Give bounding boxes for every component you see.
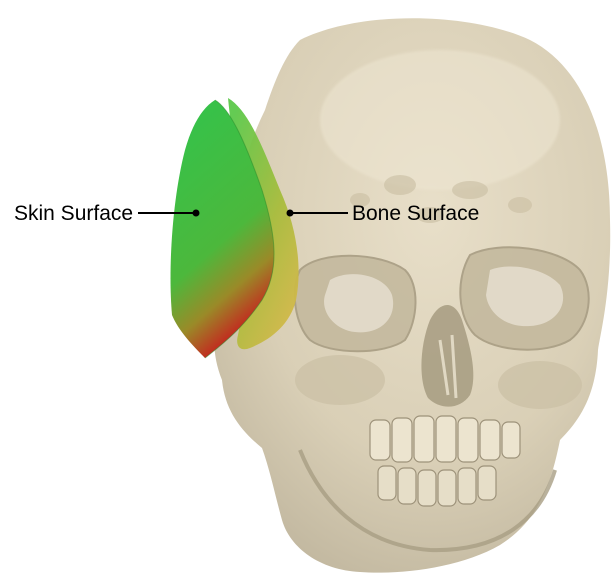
bone-leader-dot bbox=[287, 210, 294, 217]
cheekbone-left bbox=[295, 355, 385, 405]
skin-leader-dot bbox=[193, 210, 200, 217]
forehead-highlight bbox=[320, 50, 560, 190]
bone-surface-label: Bone Surface bbox=[352, 203, 479, 224]
upper-teeth bbox=[370, 416, 520, 462]
cheekbone-right bbox=[498, 361, 582, 409]
skin-surface-label: Skin Surface bbox=[14, 203, 133, 224]
